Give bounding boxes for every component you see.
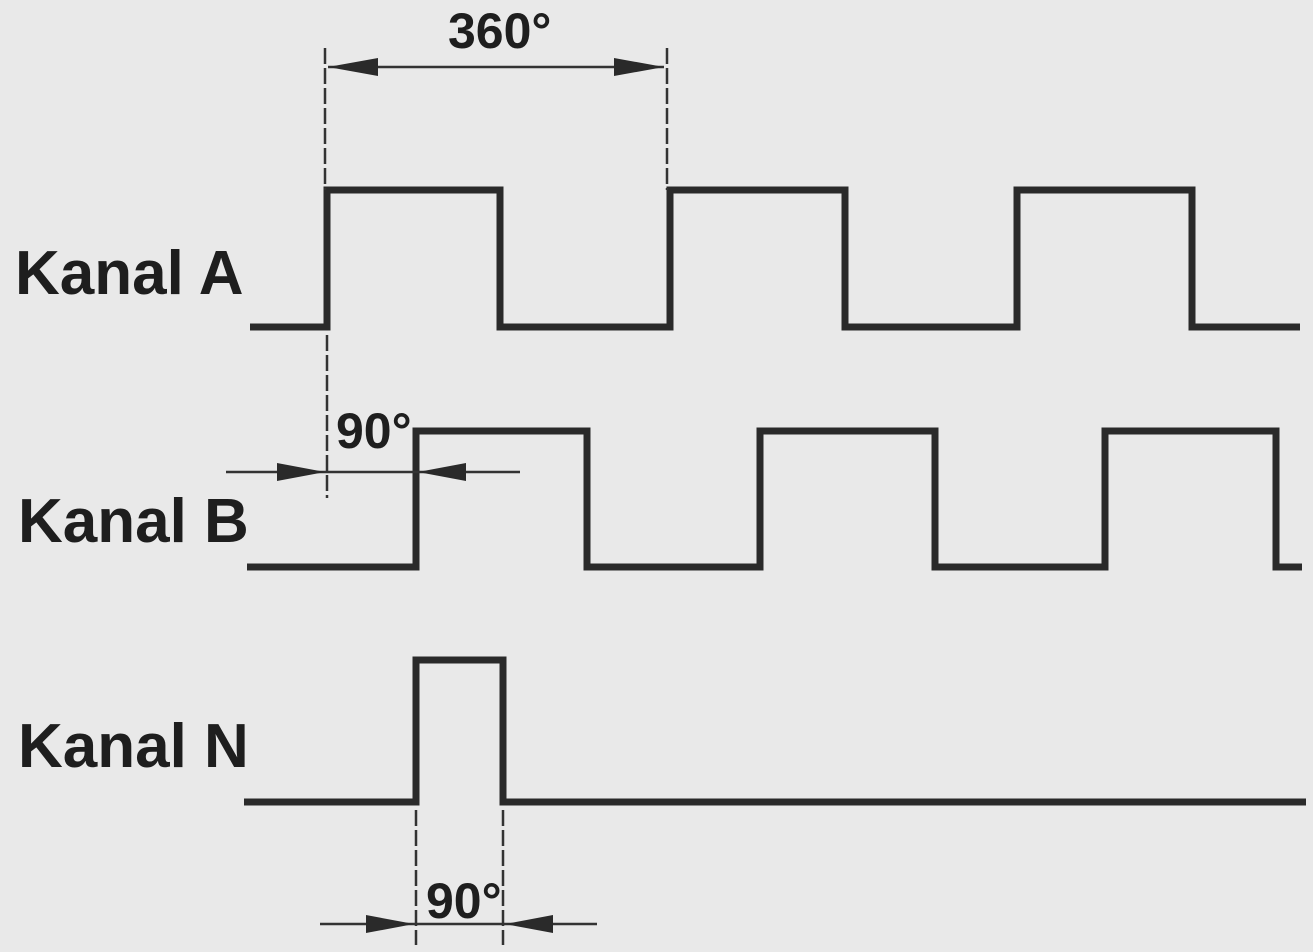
- index-width-dimension: 90°: [320, 810, 597, 945]
- phase-arrow-left: [277, 463, 325, 481]
- period-arrow-left: [328, 58, 378, 76]
- phase-arrow-right: [418, 463, 466, 481]
- period-dimension: 360°: [323, 3, 669, 190]
- channel-n-label: Kanal N: [18, 712, 249, 781]
- index-width-label: 90°: [426, 873, 502, 929]
- channel-a-waveform: [250, 186, 1300, 331]
- phase-shift-dimension: 90°: [226, 335, 520, 498]
- phase-shift-label: 90°: [336, 403, 412, 459]
- period-arrow-right: [614, 58, 664, 76]
- channel-b-label: Kanal B: [18, 487, 249, 556]
- channel-b-waveform: [247, 427, 1302, 571]
- channel-n-waveform: [244, 656, 1306, 806]
- index-arrow-right: [505, 915, 553, 933]
- index-arrow-left: [366, 915, 414, 933]
- period-label: 360°: [448, 3, 551, 59]
- channel-a-label: Kanal A: [15, 239, 244, 308]
